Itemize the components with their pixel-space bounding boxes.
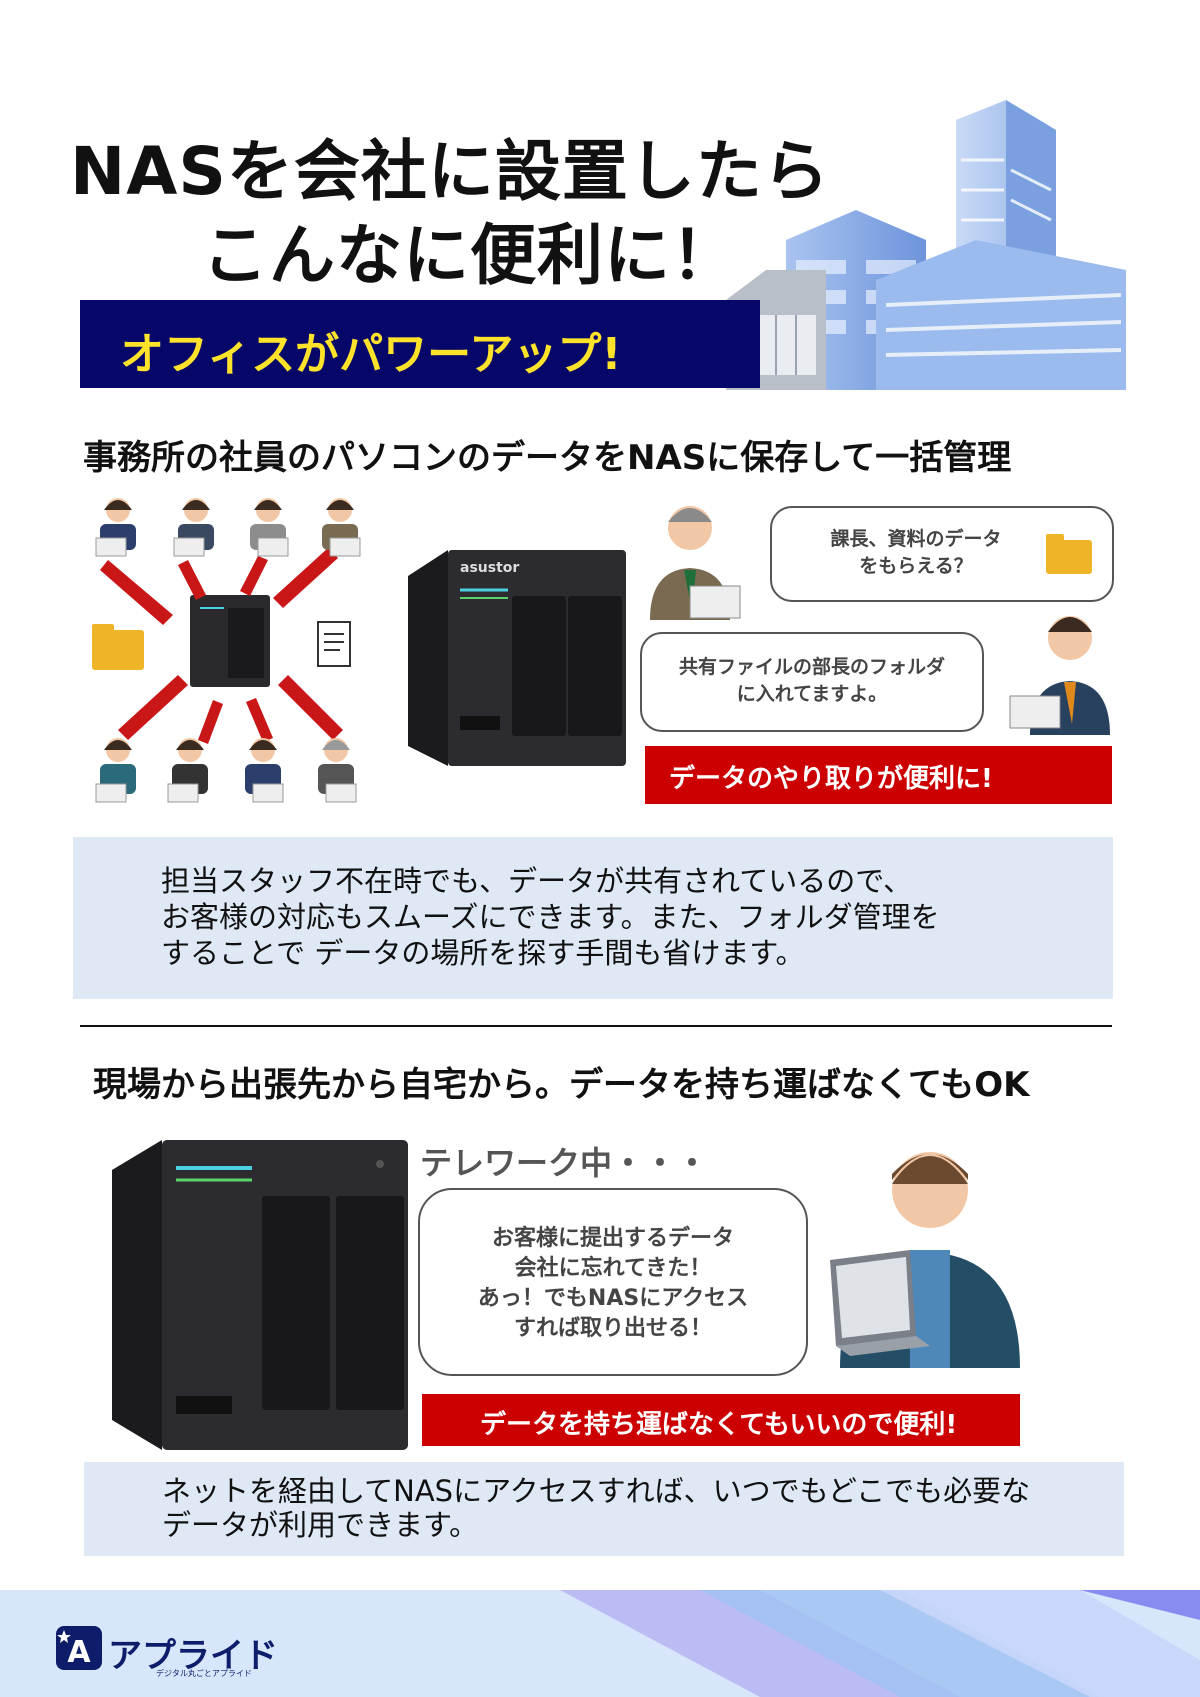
telework-bubble-line-1: お客様に提出するデータ [491, 1226, 734, 1251]
telework-caption: テレワーク中・・・ [420, 1144, 709, 1182]
banner-text: オフィスがパワーアップ! [120, 329, 622, 380]
title-line-2: こんなに便利に！ [202, 217, 738, 294]
telework-bubble-line-3: あっ！でもNASにアクセス [477, 1286, 749, 1311]
reply-bubble-line-2: に入れてますよ。 [736, 683, 888, 705]
headline-banner: オフィスがパワーアップ! [80, 300, 760, 388]
telework-speech-bubble: お客様に提出するデータ 会社に忘れてきた！ あっ！でもNASにアクセス すれば取… [418, 1188, 808, 1376]
section1-info-box: 担当スタッフ不在時でも、データが共有されているので、 お客様の対応もスムーズにで… [73, 837, 1113, 999]
section1-info-line-3: することで データの場所を探す手間も省けます。 [161, 936, 805, 970]
section2-info-line-2: データが利用できます。 [162, 1508, 479, 1542]
section1-heading: 事務所の社員のパソコンのデータをNASに保存して一括管理 [83, 438, 1012, 478]
section1-highlight-bar: データのやり取りが便利に! [645, 746, 1112, 804]
nas-device-illustration-large [112, 1140, 408, 1450]
telework-bubble-line-2: 会社に忘れてきた！ [514, 1256, 712, 1281]
section-divider [80, 1025, 1112, 1027]
section2-info-box: ネットを経由してNASにアクセスすれば、いつでもどこでも必要な データが利用でき… [84, 1462, 1124, 1556]
folder-icon [92, 624, 144, 670]
employee-icons-bottom [95, 738, 357, 803]
section1-highlight-text: データのやり取りが便利に! [669, 764, 993, 794]
teleworker-figure-icon [830, 1152, 1020, 1368]
section1-info-line-1: 担当スタッフ不在時でも、データが共有されているので、 [161, 864, 913, 898]
manager-figure-icon [650, 506, 741, 620]
section2-highlight-bar: データを持ち運ばなくてもいいので便利! [422, 1394, 1020, 1446]
manager-bubble-line-1: 課長、資料のデータ [830, 528, 1002, 550]
logo-name: アプライド [108, 1636, 278, 1676]
employees-to-nas-illustration [92, 498, 361, 803]
reply-speech-bubble: 共有ファイルの部長のフォルダ に入れてますよ。 [640, 632, 984, 732]
telework-bubble-line-4: すれば取り出せる！ [513, 1316, 712, 1341]
employee-figure-icon [1009, 616, 1110, 735]
section2-heading: 現場から出張先から自宅から。データを持ち運ばなくてもOK [93, 1065, 1030, 1105]
logo-mark-icon: A [56, 1626, 102, 1670]
office-buildings-illustration [726, 100, 1126, 390]
company-logo[interactable]: A アプライド デジタル丸ごとアプライド [56, 1622, 296, 1678]
footer-decoration [560, 1590, 1200, 1697]
reply-bubble-line-1: 共有ファイルの部長のフォルダ [678, 656, 945, 678]
document-icon [317, 621, 351, 667]
manager-speech-bubble: 課長、資料のデータ をもらえる？ [770, 506, 1114, 602]
folder-icon [1046, 534, 1092, 574]
manager-bubble-line-2: をもらえる？ [859, 555, 973, 577]
employee-icons-top [95, 498, 361, 557]
title-line-1: NASを会社に設置したら [70, 133, 830, 210]
section2-highlight-text: データを持ち運ばなくてもいいので便利! [480, 1410, 958, 1440]
nas-brand-label: asustor [460, 560, 519, 576]
footer [0, 1590, 1200, 1697]
section1-info-line-2: お客様の対応もスムーズにできます。また、フォルダ管理を [161, 900, 940, 934]
section2-info-line-1: ネットを経由してNASにアクセスすれば、いつでもどこでも必要な [162, 1474, 1031, 1508]
nas-device-illustration: asustor [408, 550, 626, 766]
svg-text:A: A [67, 1635, 91, 1670]
logo-tagline: デジタル丸ごとアプライド [156, 1669, 252, 1678]
